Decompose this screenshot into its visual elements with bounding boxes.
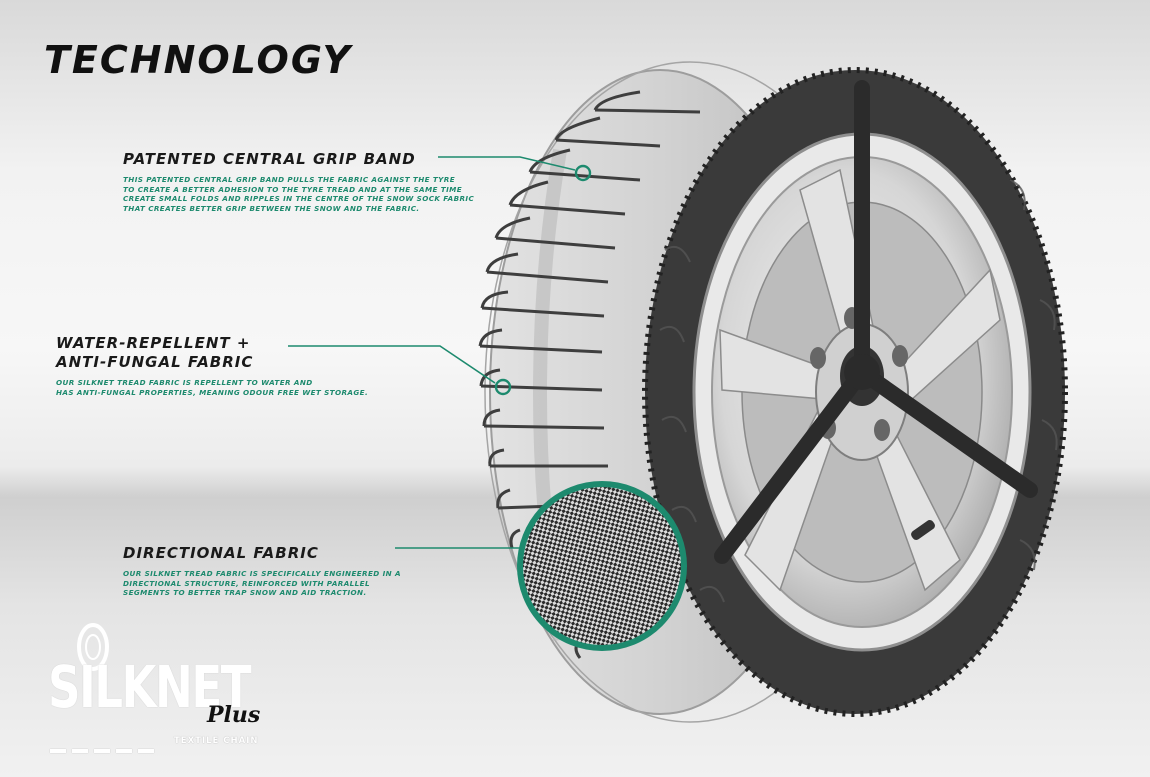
callout-line-grip	[438, 156, 576, 171]
callout-line-water	[288, 345, 496, 384]
feature-directional-fabric: DIRECTIONAL FABRIC OUR SILKNET TREAD FAB…	[123, 544, 453, 598]
logo-suffix: Plus	[207, 702, 261, 728]
logo-tagline: TEXTILE CHAIN	[174, 736, 259, 746]
brand-logo: SILKNET Plus TEXTILE CHAIN	[44, 622, 284, 762]
tire-icon	[77, 623, 109, 671]
feature-title: DIRECTIONAL FABRIC	[123, 544, 319, 562]
feature-central-grip-band: PATENTED CENTRAL GRIP BAND THIS PATENTED…	[123, 150, 523, 213]
feature-water-repellent-fabric: WATER-REPELLENT + ANTI-FUNGAL FABRIC OUR…	[56, 334, 416, 397]
logo-wordmark: SILKNET	[48, 653, 252, 721]
page-title: TECHNOLOGY	[44, 38, 353, 82]
wheel-rim	[692, 132, 1032, 652]
feature-title: PATENTED CENTRAL GRIP BAND	[123, 150, 416, 168]
callout-marker-icon	[494, 378, 512, 396]
feature-description: OUR SILKNET TREAD FABRIC IS REPELLENT TO…	[56, 378, 369, 397]
feature-title: WATER-REPELLENT + ANTI-FUNGAL FABRIC	[56, 334, 254, 371]
feature-description: OUR SILKNET TREAD FABRIC IS SPECIFICALLY…	[123, 569, 401, 598]
logo-dashes	[50, 740, 172, 753]
strap-hub	[844, 354, 880, 390]
grip-straps	[714, 80, 1038, 564]
fabric-zoom	[517, 481, 687, 651]
feature-description: THIS PATENTED CENTRAL GRIP BAND PULLS TH…	[123, 175, 475, 213]
callout-marker-icon	[574, 164, 592, 182]
